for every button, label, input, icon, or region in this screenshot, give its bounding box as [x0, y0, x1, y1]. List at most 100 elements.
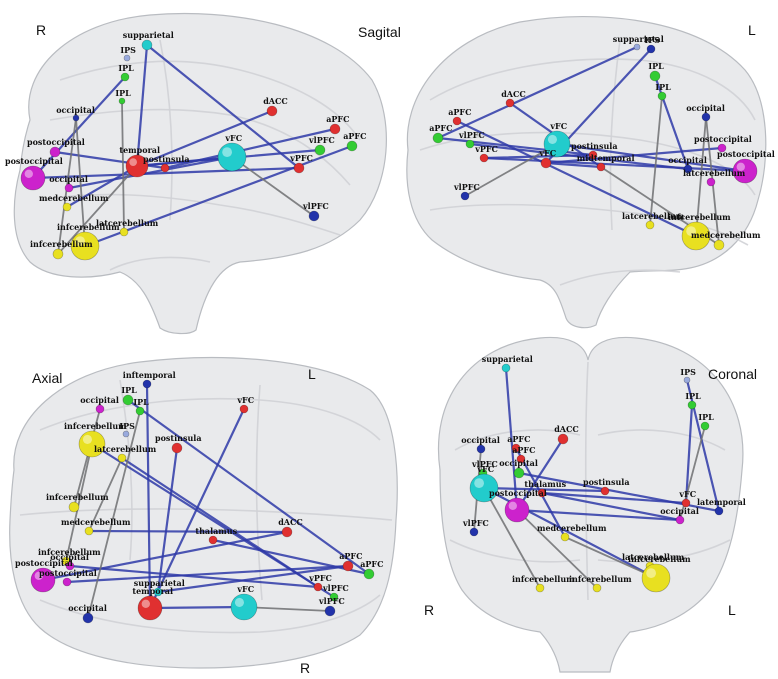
- node-label-apfc2: aPFC: [343, 131, 366, 141]
- node-label-postoccipital2: postoccipital: [39, 568, 97, 578]
- node-highlight-infcerebellum: [686, 226, 696, 237]
- node-occipital: [701, 112, 711, 122]
- node-vfc2: [230, 593, 258, 621]
- node-apfc2: [432, 132, 444, 144]
- node-label-medcerebellum: medcerebellum: [537, 523, 607, 533]
- node-ips: [122, 430, 130, 438]
- node-supparietal: [501, 363, 511, 373]
- brain-gyri: [39, 39, 361, 271]
- node-occipital2: [513, 467, 525, 479]
- node-label-thalamus: thalamus: [195, 526, 237, 536]
- node-postoccipital2: [732, 158, 758, 184]
- node-ipl: [687, 400, 697, 410]
- node-label-occipital2: occipital: [49, 174, 88, 184]
- node-vfc: [239, 404, 249, 414]
- edge-ipl-vfc2: [684, 403, 694, 505]
- node-vlpfc2: [308, 210, 320, 222]
- brain-gyri: [449, 361, 731, 601]
- node-label-ipl2: IPL: [655, 82, 671, 92]
- node-vfc: [543, 130, 571, 158]
- panel-sagital-left-svg: supparietalIPSIPLIPLdACCaPFCaPFCvlPFCvFC…: [406, 15, 775, 329]
- node-temporal: [125, 154, 149, 178]
- node-label-inftemporal: inftemporal: [123, 370, 176, 380]
- node-label-postinsula: postinsula: [143, 154, 190, 164]
- node-label-ipl: IPL: [121, 385, 137, 395]
- node-infcerebellum: [78, 430, 106, 458]
- edge-vpfc-occipital2: [68, 564, 320, 589]
- node-apfc2: [516, 454, 526, 464]
- node-label-infcerebellum: infcerebellum: [64, 421, 127, 431]
- edge-supparietal-vpfc: [145, 43, 301, 170]
- edge-ipl-occipital2: [653, 74, 690, 171]
- node-label-infcerebellum2: infcerebellum: [46, 492, 109, 502]
- node-latcerebellum: [119, 227, 129, 237]
- node-label-postoccipital: postoccipital: [694, 134, 752, 144]
- node-ipl: [120, 72, 130, 82]
- node-vfc2: [681, 498, 691, 508]
- node-vfc2: [540, 157, 552, 169]
- node-label-ipl2: IPL: [115, 88, 131, 98]
- node-postinsula: [600, 486, 610, 496]
- node-infcerebellum2: [52, 248, 64, 260]
- node-label-infcerebellum: infcerebellum: [668, 212, 731, 222]
- node-label-postinsula: postinsula: [583, 477, 630, 487]
- node-label-midtemporal: midtemporal: [577, 153, 635, 163]
- node-label-vfc2: vFC: [678, 489, 696, 499]
- edge-apfc-postoccipital2: [65, 564, 350, 584]
- node-label-postoccipital: postoccipital: [489, 488, 547, 498]
- node-label-postoccipital: postoccipital: [27, 137, 85, 147]
- node-label-vfc2: vFC: [236, 584, 254, 594]
- node-infcerebellum3: [592, 583, 602, 593]
- node-postoccipital: [30, 567, 56, 593]
- node-vpfc: [313, 582, 323, 592]
- node-highlight-infcerebellum: [75, 236, 85, 247]
- node-label-postinsula: postinsula: [155, 433, 202, 443]
- orientation-label-l: L: [308, 366, 316, 382]
- node-label-occipital2: occipital: [499, 458, 538, 468]
- brain-shape: [13, 12, 387, 335]
- node-label-latemporal: latemporal: [697, 497, 746, 507]
- node-label-vpfc: vPFC: [308, 573, 332, 583]
- edge-supparietal-apfc2: [436, 45, 639, 140]
- node-infcerebellum2: [535, 583, 545, 593]
- node-ips: [683, 376, 691, 384]
- node-label-vlpfc2: vlPFC: [462, 518, 489, 528]
- edge-ipl-postoccipital2: [31, 75, 127, 180]
- node-inftemporal: [142, 379, 152, 389]
- edge-vfc2-thalamus: [540, 491, 688, 505]
- edge-vlpfc2-vfc: [464, 143, 558, 197]
- orientation-label-l: L: [748, 22, 756, 38]
- node-infcerebellum: [681, 221, 711, 251]
- node-label-dacc: dACC: [501, 89, 526, 99]
- node-label-vpfc: vPFC: [474, 144, 498, 154]
- edge-vfc2-midtemporal: [544, 161, 603, 169]
- node-label-apfc: aPFC: [507, 434, 530, 444]
- node-label-vfc: vFC: [476, 464, 494, 474]
- node-label-ipl: IPL: [685, 391, 701, 401]
- node-label-vfc: vFC: [224, 133, 242, 143]
- node-label-latcerebellum: latcerebellum: [94, 444, 157, 454]
- node-label-latcerebellum: latcerebellum: [96, 218, 159, 228]
- node-label-thalamus: thalamus: [524, 479, 566, 489]
- node-label-ipl2: IPL: [698, 412, 714, 422]
- node-label-vfc: vFC: [236, 395, 254, 405]
- node-label-occipital: occipital: [80, 395, 119, 405]
- node-label-occipital: occipital: [461, 435, 500, 445]
- edge-infcerebellum-infcerebellum3: [65, 443, 93, 562]
- edge-occipital-infcerebellum2: [73, 408, 101, 508]
- node-label-postoccipital2: postoccipital: [5, 156, 63, 166]
- node-occipital2: [683, 164, 693, 174]
- edge-dacc-temporal: [135, 109, 274, 168]
- node-apfc2: [363, 568, 375, 580]
- edge-temporal-infcerebellum2: [57, 165, 138, 255]
- node-highlight-temporal: [141, 599, 150, 608]
- node-ipl2: [700, 421, 710, 431]
- node-label-ipl: IPL: [118, 63, 134, 73]
- brain-shape: [438, 336, 744, 673]
- node-label-vlpfc2: vlPFC: [318, 596, 345, 606]
- node-vpfc: [293, 162, 305, 174]
- node-label-dacc: dACC: [554, 424, 579, 434]
